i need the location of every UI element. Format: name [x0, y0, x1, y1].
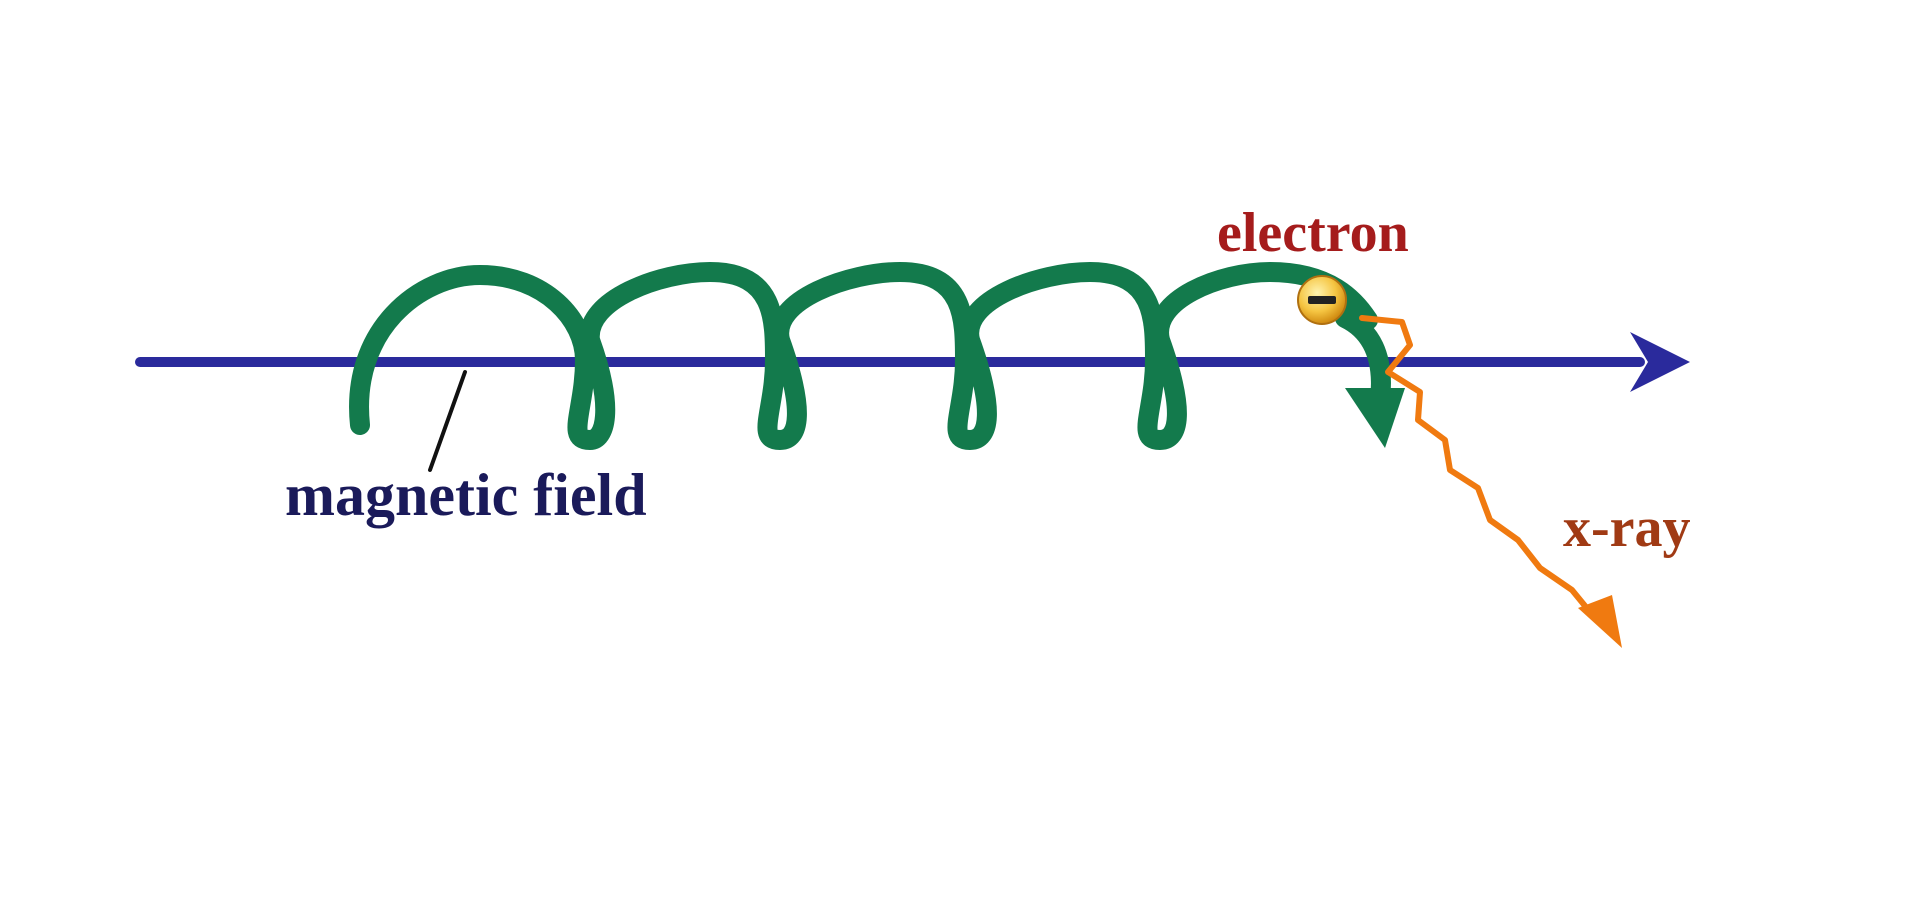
- xray-photon-wave: [1359, 315, 1593, 615]
- electron-icon: [1297, 275, 1347, 325]
- field-pointer-line: [428, 370, 467, 472]
- xray-arrowhead-icon: [1578, 595, 1622, 648]
- magnetic-field-label: magnetic field: [285, 462, 647, 528]
- electron-helix-path: [349, 262, 1391, 450]
- electron-label: electron: [1217, 202, 1409, 264]
- field-arrowhead-icon: [1630, 332, 1690, 392]
- magnetic-field-line: [135, 332, 1690, 392]
- xray-label: x-ray: [1563, 497, 1691, 559]
- helix-arrowhead-icon: [1345, 388, 1405, 448]
